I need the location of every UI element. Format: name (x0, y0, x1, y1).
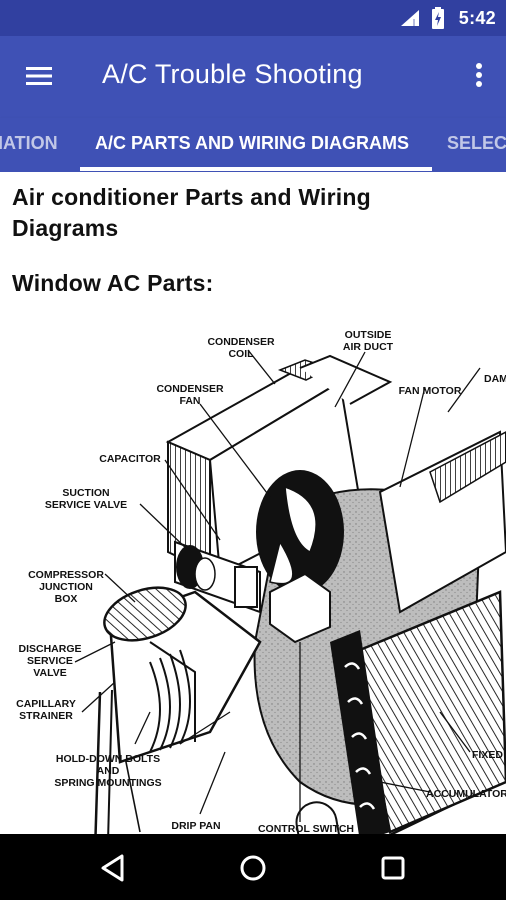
hamburger-menu-icon (26, 67, 52, 85)
back-button[interactable] (92, 846, 136, 890)
status-icons: 5:42 (399, 0, 496, 36)
app-bar: A/C Trouble Shooting (0, 36, 506, 118)
recents-button[interactable] (371, 846, 415, 890)
menu-button[interactable] (20, 58, 60, 94)
back-triangle-icon (101, 854, 124, 882)
home-circle-icon (240, 855, 266, 881)
compressor-shape (103, 586, 262, 764)
tab-ac-parts-wiring[interactable]: A/C PARTS AND WIRING DIAGRAMS (95, 133, 409, 153)
tab-bar: IATION A/C PARTS AND WIRING DIAGRAMS SEL… (0, 118, 506, 172)
content-scroll-area[interactable]: Air conditioner Parts and Wiring Diagram… (0, 172, 506, 834)
tab-information[interactable]: IATION (0, 133, 58, 153)
label-accumulator: ACCUMULATOR (426, 788, 506, 800)
label-capacitor: CAPACITOR (99, 453, 161, 465)
condenser-fan-shape (256, 470, 344, 594)
label-control-switch: CONTROL SWITCH (258, 823, 354, 834)
system-nav-bar (0, 834, 506, 900)
status-bar: 5:42 (0, 0, 506, 36)
tab-select[interactable]: SELECT (447, 133, 506, 153)
label-fan-motor: FAN MOTOR (399, 385, 462, 397)
tab-indicator (80, 167, 432, 171)
overflow-menu-button[interactable] (468, 58, 490, 94)
home-button[interactable] (231, 846, 275, 890)
section-heading: Air conditioner Parts and Wiring Diagram… (12, 184, 371, 241)
battery-icon (431, 7, 444, 29)
evaporator-coil-shape (330, 430, 506, 834)
section-subheading: Window AC Parts: (12, 270, 214, 296)
label-drip-pan: DRIP PAN (171, 820, 220, 832)
app-title: A/C Trouble Shooting (102, 59, 363, 89)
accumulator-shape (295, 801, 345, 834)
control-switch-box (269, 572, 331, 644)
label-fixed: FIXED A (472, 749, 506, 761)
label-damper: DAM (484, 373, 506, 385)
leader-lines (74, 349, 481, 822)
status-time: 5:42 (458, 7, 496, 28)
more-vert-icon (476, 63, 482, 87)
capacitor-shape (174, 540, 261, 614)
recents-square-icon (381, 856, 405, 880)
signal-icon (400, 10, 419, 26)
